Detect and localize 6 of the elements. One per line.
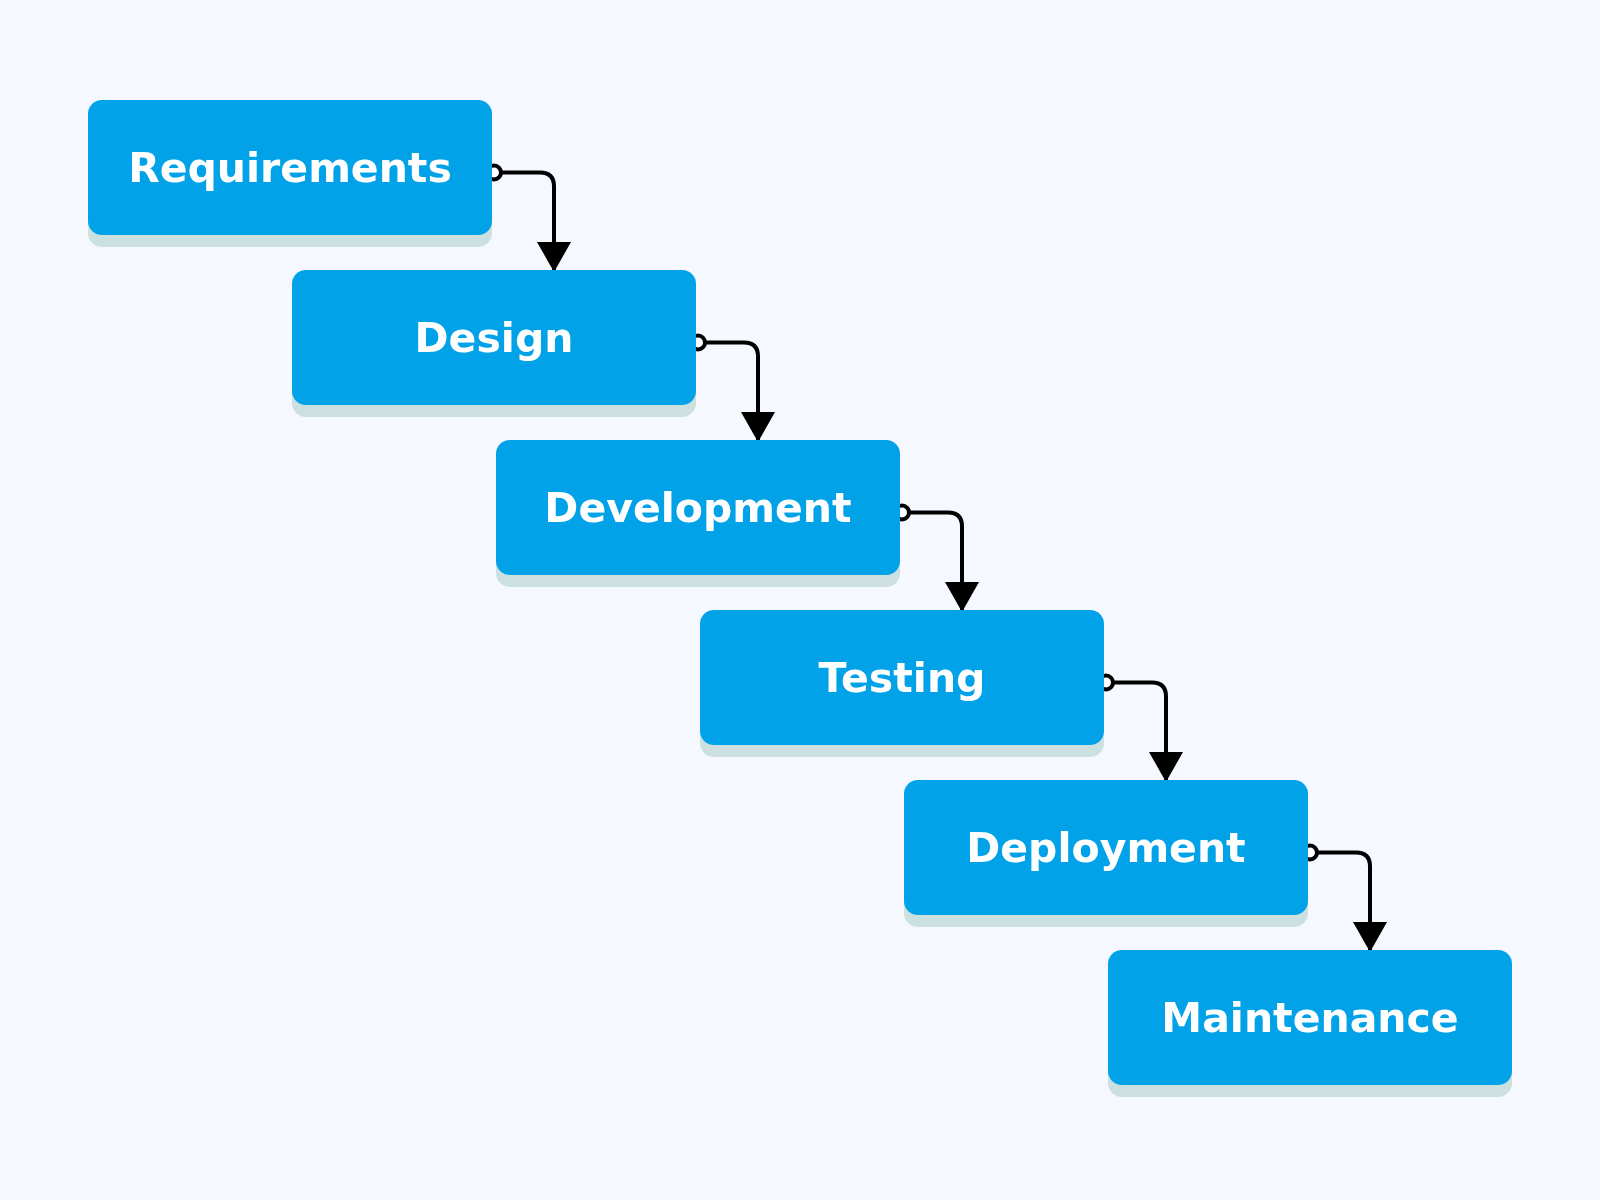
step-label: Maintenance bbox=[1161, 993, 1459, 1042]
step-label: Requirements bbox=[128, 143, 452, 192]
step-label: Deployment bbox=[966, 823, 1246, 872]
step-label: Development bbox=[544, 483, 852, 532]
step-label: Design bbox=[414, 313, 574, 362]
step-label: Testing bbox=[818, 653, 986, 702]
